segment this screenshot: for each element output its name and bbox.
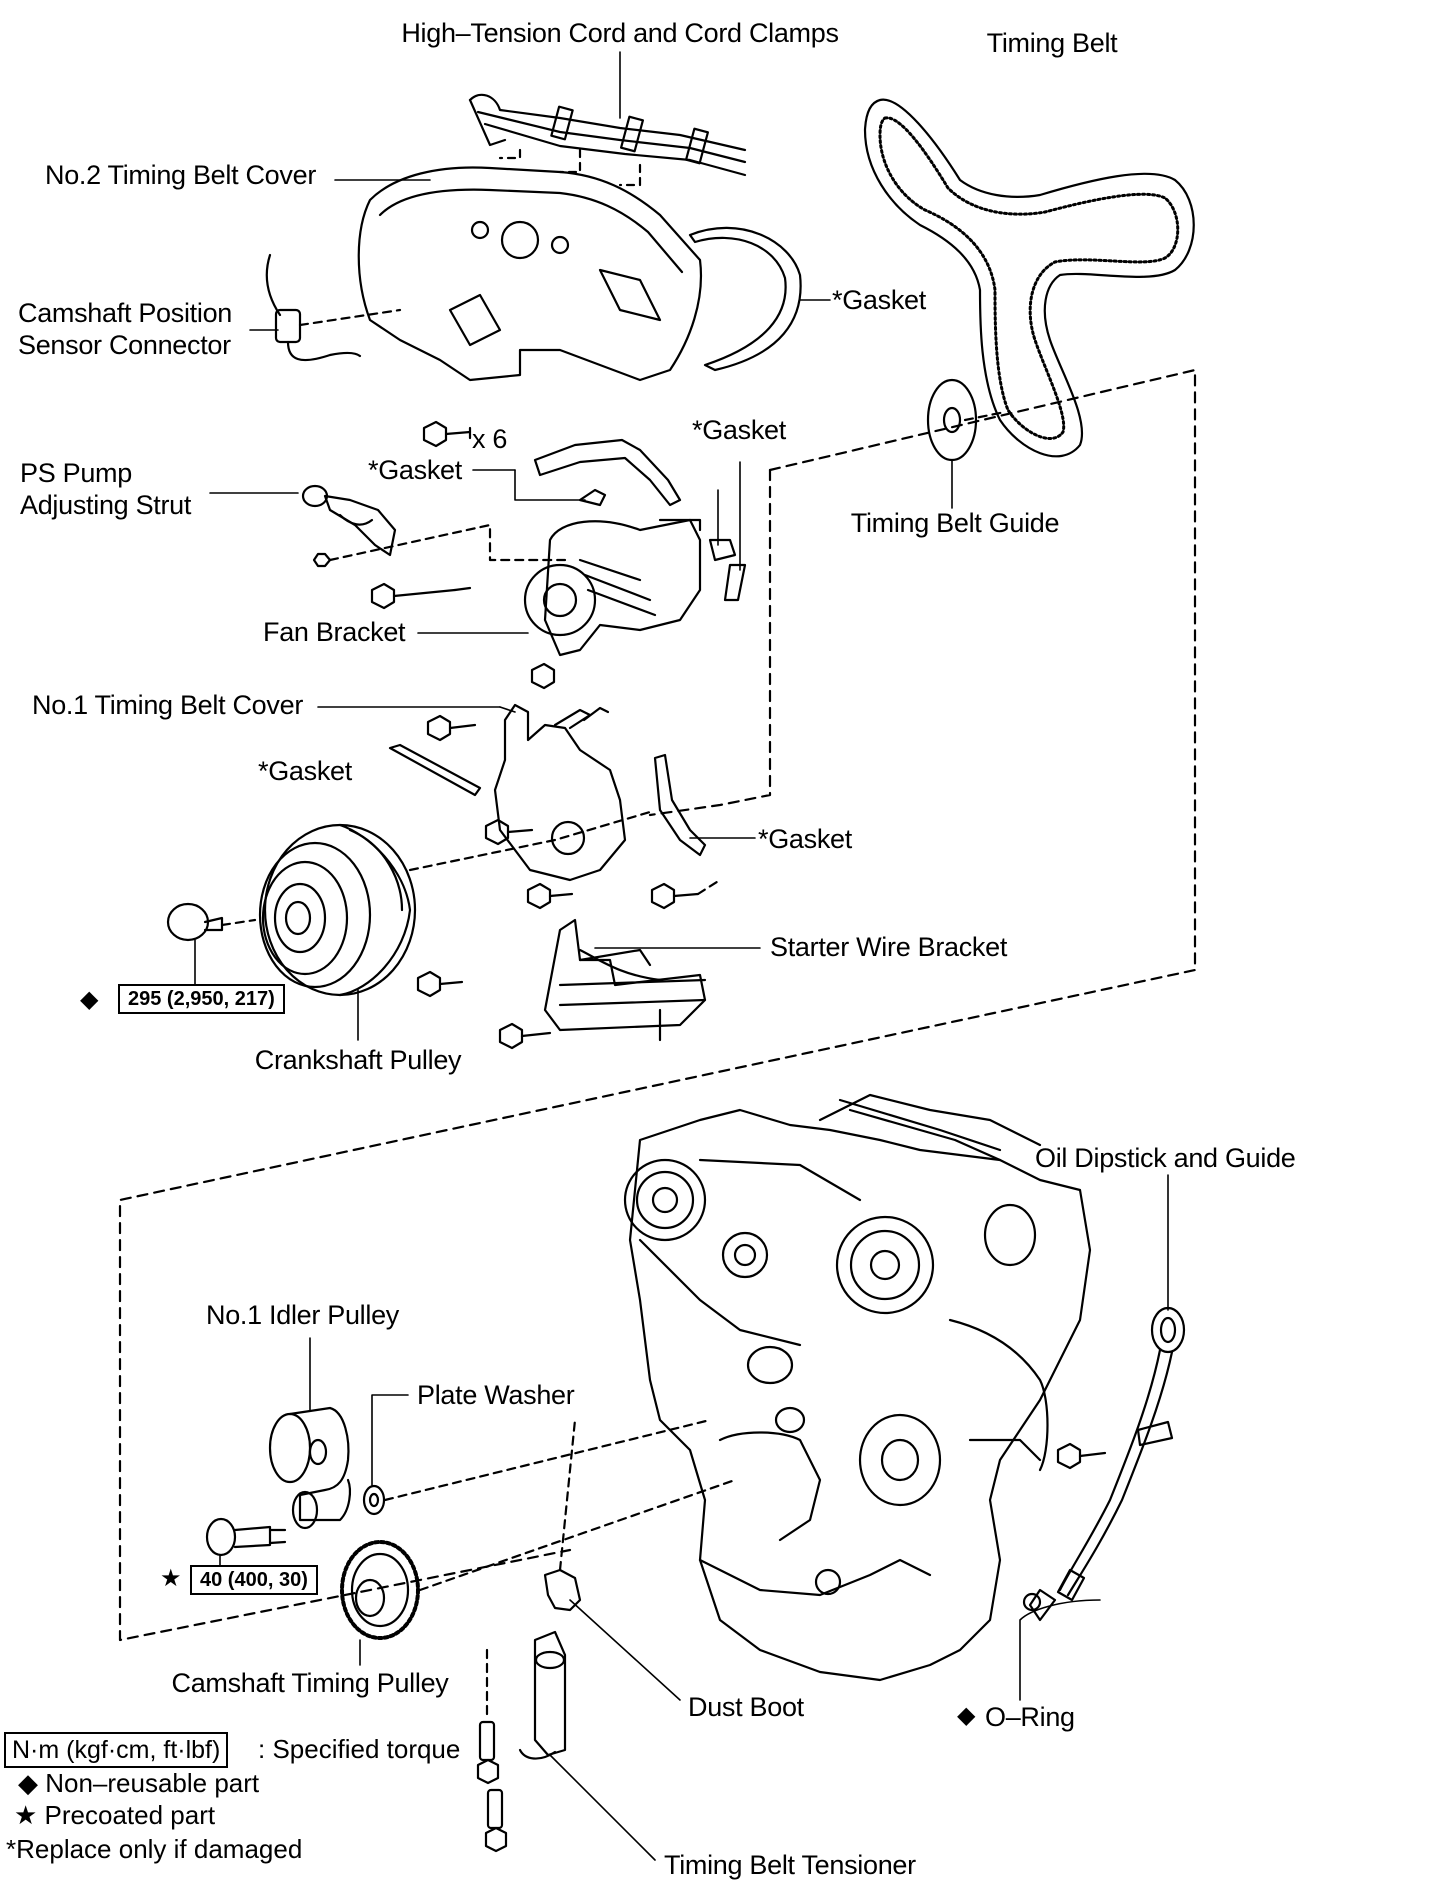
oil-dipstick-drawing — [1028, 1306, 1186, 1622]
idler-bolt-drawing — [205, 1517, 287, 1557]
label-crankshaft-pulley: Crankshaft Pulley — [254, 1045, 462, 1075]
label-ps-pump-line2: Adjusting Strut — [20, 490, 192, 520]
non-reusable-symbol-crank: ◆ — [80, 986, 99, 1013]
camshaft-timing-pulley-drawing — [340, 1540, 420, 1640]
high-tension-cord-drawing — [468, 93, 747, 187]
ps-pump-strut-drawing — [301, 484, 567, 568]
label-timing-belt: Timing Belt — [986, 28, 1118, 58]
legend-unit-box: N·m (kgf·cm, ft·lbf) — [4, 1732, 229, 1768]
torque-crankshaft: 295 (2,950, 217) — [118, 984, 285, 1014]
label-ps-pump-line1: PS Pump — [20, 458, 132, 488]
legend-precoated: ★ Precoated part — [14, 1800, 215, 1831]
no2-timing-belt-cover-drawing — [357, 166, 702, 382]
tensioner-bolts-drawing — [476, 1720, 508, 1853]
nut-lower-drawing — [530, 662, 556, 690]
dipstick-bolt-drawing — [1056, 1442, 1107, 1470]
non-reusable-symbol-oring: ◆ — [957, 1702, 976, 1729]
label-timing-belt-tensioner: Timing Belt Tensioner — [664, 1850, 916, 1880]
timing-belt-drawing — [863, 98, 1195, 458]
legend-non-reusable-text: Non–reusable part — [45, 1768, 260, 1798]
dashed-washer-to-engine — [383, 1418, 712, 1502]
gasket-middle-left-drawing — [533, 438, 682, 507]
leader-dust-boot — [569, 1599, 681, 1701]
gasket-no1-right-drawing — [653, 753, 707, 857]
gasket-small-drawing — [578, 488, 607, 507]
no1-idler-pulley-drawing — [268, 1406, 351, 1530]
timing-belt-tensioner-drawing — [518, 1568, 582, 1760]
legend-non-reusable: ◆ Non–reusable part — [18, 1768, 259, 1799]
label-oil-dipstick: Oil Dipstick and Guide — [1035, 1143, 1296, 1173]
precoated-symbol-idler: ★ — [160, 1565, 182, 1592]
leader-o-ring — [1019, 1599, 1101, 1701]
dashed-tensioner-up — [558, 1418, 577, 1572]
fan-bracket-drawing — [523, 518, 702, 657]
legend-non-reusable-symbol: ◆ — [18, 1768, 38, 1798]
label-no2-cover: No.2 Timing Belt Cover — [45, 160, 317, 190]
label-bolt-count: x 6 — [472, 424, 508, 454]
plate-washer-drawing — [362, 1484, 386, 1516]
leader-gasket-right — [717, 461, 741, 571]
camshaft-sensor-connector-drawing — [265, 253, 402, 362]
leader-gasket-mid-elbow — [514, 469, 586, 501]
label-gasket-upper: *Gasket — [832, 285, 926, 315]
legend-replace: *Replace only if damaged — [6, 1834, 303, 1864]
legend-unit-desc: : Specified torque — [258, 1734, 461, 1764]
label-no1-cover: No.1 Timing Belt Cover — [32, 690, 304, 720]
label-gasket-mid: *Gasket — [368, 455, 462, 485]
label-gasket-right: *Gasket — [692, 415, 786, 445]
crankshaft-pulley-drawing — [258, 823, 417, 997]
dashed-boundary-cover — [648, 468, 772, 817]
label-plate-washer: Plate Washer — [417, 1380, 575, 1410]
label-cam-sensor-line2: Sensor Connector — [18, 330, 231, 360]
legend-precoated-text: Precoated part — [44, 1800, 216, 1830]
label-camshaft-timing-pulley: Camshaft Timing Pulley — [171, 1668, 449, 1698]
o-ring-drawing — [1022, 1592, 1042, 1612]
leader-tensioner — [549, 1754, 656, 1861]
legend-precoated-symbol: ★ — [14, 1800, 38, 1830]
torque-idler: 40 (400, 30) — [190, 1565, 318, 1595]
label-gasket-no1-left: *Gasket — [258, 756, 352, 786]
no1-timing-belt-cover-drawing — [493, 703, 627, 882]
engine-block-drawing — [623, 1093, 1092, 1682]
label-gasket-no1-right: *Gasket — [758, 824, 852, 854]
crank-bolt-drawing — [166, 902, 257, 942]
gasket-no1-left-drawing — [388, 743, 482, 797]
gasket-upper-drawing — [688, 226, 802, 372]
starter-wire-bracket-drawing — [543, 918, 707, 1042]
dashed-cam-pulley — [418, 1478, 737, 1592]
bolt-x6-drawing — [422, 420, 472, 448]
label-dust-boot: Dust Boot — [688, 1692, 804, 1722]
leader-plate-washer — [371, 1394, 409, 1486]
label-timing-belt-guide: Timing Belt Guide — [850, 508, 1060, 538]
label-no1-idler: No.1 Idler Pulley — [206, 1300, 399, 1330]
label-starter-wire-bracket: Starter Wire Bracket — [770, 932, 1008, 962]
bolts-no1-cover-drawing — [426, 714, 722, 910]
dashed-boundary-upper — [118, 368, 1197, 1642]
label-o-ring: O–Ring — [985, 1702, 1075, 1732]
label-fan-bracket: Fan Bracket — [263, 617, 406, 647]
long-bolt-drawing — [370, 582, 472, 610]
dashed-crank-to-cover — [408, 810, 652, 872]
label-cam-sensor-line1: Camshaft Position — [18, 298, 232, 328]
label-high-tension-cord: High–Tension Cord and Cord Clamps — [401, 18, 839, 48]
timing-belt-guide-drawing — [926, 378, 1007, 462]
leader-no1-cover-tip — [499, 706, 516, 713]
starter-bolts-drawing — [416, 970, 552, 1050]
